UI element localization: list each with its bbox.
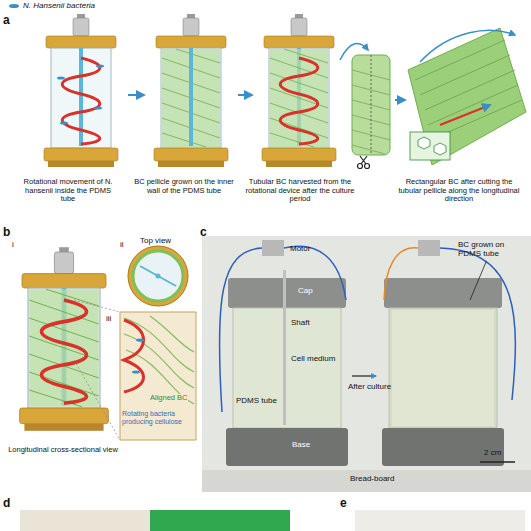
step-caption: BC pellicle grown on the inner wall of t…: [134, 178, 234, 195]
panel-letter: e: [340, 497, 347, 511]
part-label: Shaft: [291, 318, 310, 327]
step-caption: Rotational movement of N. hansenii insid…: [18, 178, 118, 204]
bacterium-symbol: [8, 2, 20, 10]
part-label: PDMS tube: [236, 396, 277, 405]
part-label: Rotating bacteria producing cellulose: [122, 410, 194, 426]
subpanel-number: ii: [120, 240, 124, 249]
subpanel-number: i: [12, 240, 14, 249]
view-caption: Longitudinal cross-sectional view: [8, 446, 118, 455]
view-label: Top view: [140, 236, 171, 245]
part-label: Base: [292, 440, 310, 449]
part-label: BC grown on PDMS tube: [458, 240, 524, 258]
step-caption: Rectangular BC after cutting the tubular…: [394, 178, 524, 204]
legend-text: N. Hansenii bacteria: [23, 1, 95, 10]
panel-letter: a: [3, 14, 10, 28]
panel-letter: d: [3, 497, 10, 511]
step-caption: Tubular BC harvested from the rotational…: [244, 178, 356, 204]
part-label: Bread-board: [350, 474, 394, 483]
legend-entry: N. Hansenii bacteria: [8, 1, 95, 10]
part-label: Motor: [290, 244, 310, 253]
part-label: Cell medium: [291, 354, 335, 363]
part-label: After culture: [348, 382, 391, 391]
subpanel-number: iii: [106, 314, 111, 323]
scale-bar-label: 2 cm: [484, 448, 501, 457]
panel-letter: c: [200, 226, 207, 240]
part-label: Aligned BC: [150, 394, 188, 403]
part-label: Cap: [298, 286, 313, 295]
panel-letter: b: [3, 226, 10, 240]
